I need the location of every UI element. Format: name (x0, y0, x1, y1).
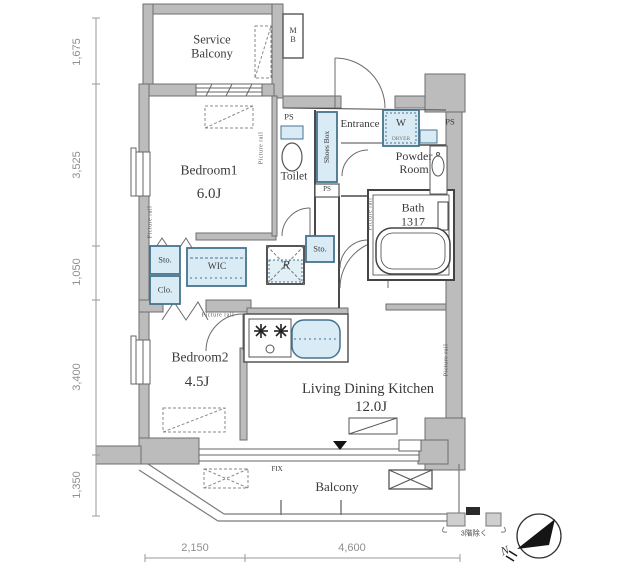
bath-size: 1317 (401, 214, 425, 229)
wic (186, 247, 247, 287)
floor-note: 3階除く (460, 528, 488, 538)
bedroom2-size: 4.5J (184, 373, 210, 390)
ldk-label: Living Dining Kitchen (301, 381, 435, 398)
closet-label: Clo. (157, 284, 173, 295)
bedroom2-label: Bedroom2 (171, 349, 229, 365)
dim-left-4: 3,400 (71, 363, 83, 391)
meter-box-label: MB (289, 26, 297, 44)
ps-label: PS (445, 116, 455, 127)
dim-bottom-1: 2,150 (181, 542, 209, 554)
ps-label: PS (323, 185, 331, 194)
fixture-details (190, 112, 417, 279)
shoes-box-label: Shoes Box (321, 130, 331, 164)
toilet-bowl (281, 142, 303, 172)
storage-a (149, 245, 181, 275)
picture-rail-label: Picture rail (201, 312, 235, 319)
compass (505, 513, 562, 562)
fixtures (149, 109, 438, 305)
washer-sub-label: DRYER (391, 135, 411, 142)
fridge-label: R (282, 257, 290, 272)
table-symbol (348, 417, 398, 435)
storage-b (305, 235, 335, 263)
burner-icon (274, 324, 288, 338)
dim-left-2: 3,525 (71, 151, 83, 179)
kitchen (243, 313, 349, 363)
dim-bottom-2: 4,600 (338, 542, 366, 554)
storage-label: Sto. (313, 243, 327, 254)
powder-room-label: Powder Room (395, 148, 433, 176)
ps-box (314, 183, 340, 198)
bathroom (367, 189, 455, 281)
dim-left-1: 1,675 (71, 38, 83, 66)
dashed-furniture (162, 25, 272, 489)
toilet-label: Toilet (280, 170, 308, 183)
shoes-box (316, 111, 338, 183)
toilet-tank (280, 125, 304, 140)
ps-label: PS (284, 111, 294, 122)
meter-box (282, 13, 304, 59)
bedroom1-size: 6.0J (196, 185, 222, 202)
washer-space (382, 109, 420, 147)
bath-shelf (437, 201, 449, 231)
pipe-space-box (419, 129, 438, 144)
ldk-size: 12.0J (354, 398, 388, 415)
refrigerator-space (266, 245, 305, 285)
door-marker (333, 441, 347, 450)
washer-label: W (396, 118, 406, 130)
washbasin (429, 145, 448, 195)
doors (149, 57, 389, 352)
bifold-door (161, 301, 209, 321)
picture-rail-label: Picture rail (147, 205, 154, 239)
compass-needle (517, 519, 555, 549)
windows (130, 83, 422, 462)
balcony-partition (446, 507, 502, 527)
wic-label: WIC (207, 261, 227, 272)
storage-label: Sto. (158, 254, 172, 265)
stove (248, 318, 292, 358)
bath-label: Bath (401, 200, 425, 215)
fix-label: FIX (271, 465, 283, 474)
picture-rail-label: Picture rail (367, 197, 374, 231)
escape-hatch (203, 468, 249, 489)
bedroom1-label: Bedroom1 (180, 162, 238, 178)
entrance-label: Entrance (340, 117, 380, 130)
service-balcony-label: Service Balcony (191, 32, 233, 60)
picture-rail-label: Picture rail (258, 131, 265, 165)
picture-rail-label: Picture rail (443, 343, 450, 377)
dim-left-3: 1,050 (71, 258, 83, 286)
balcony-label: Balcony (315, 478, 359, 494)
crossed-box (388, 469, 433, 490)
closet (149, 275, 181, 305)
dim-left-5: 1,350 (71, 471, 83, 499)
dimension-lines (92, 17, 461, 562)
burner-icon (254, 324, 268, 338)
